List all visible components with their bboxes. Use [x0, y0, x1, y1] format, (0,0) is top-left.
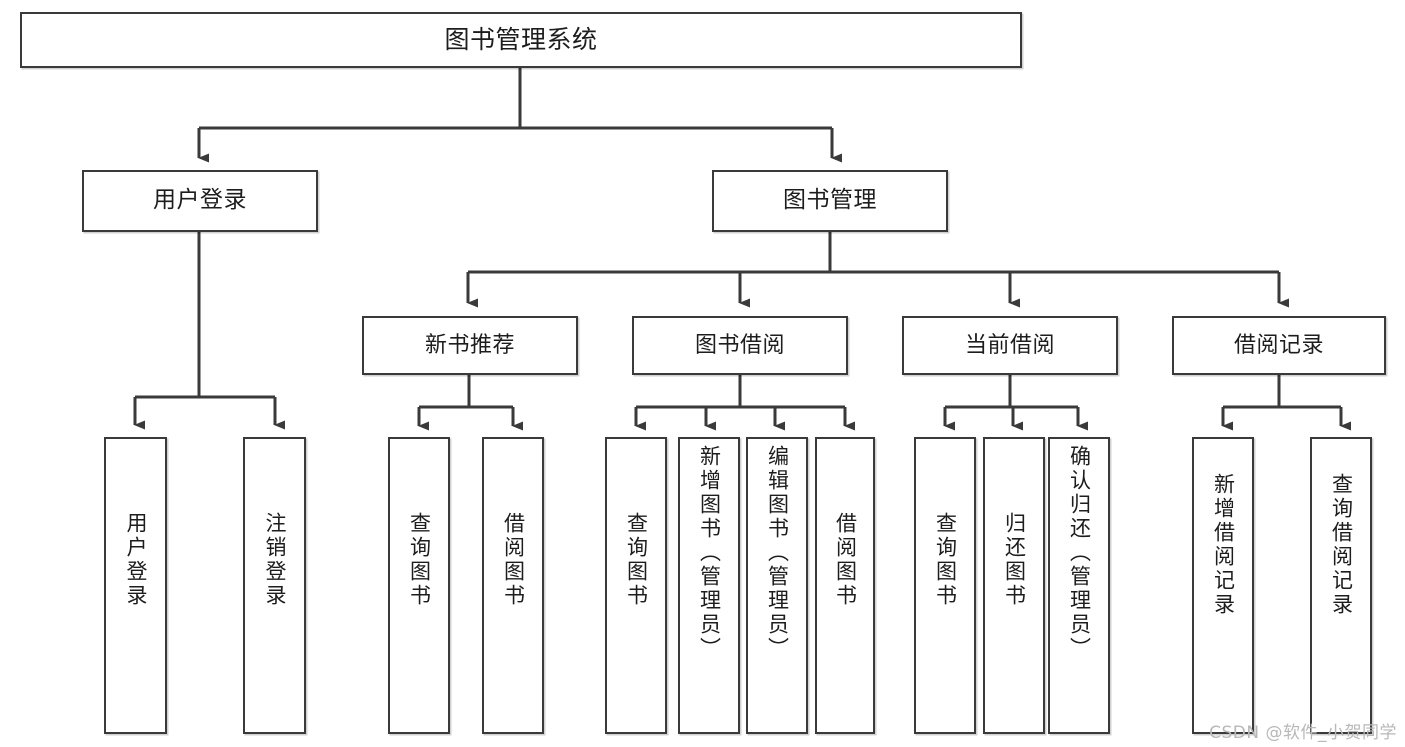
- watermark-text: CSDN @软件_小贺同学: [1209, 723, 1397, 743]
- node-borrow-record-label: 借阅记录: [1233, 332, 1324, 358]
- node-leaf-logout[interactable]: 注销登录: [243, 437, 306, 734]
- node-user-login[interactable]: 用户登录: [82, 170, 318, 232]
- node-leaf-add-book[interactable]: 新增图书（管理员）: [678, 437, 740, 734]
- node-leaf-borrow-book-1-label: 借阅图书: [501, 512, 526, 608]
- node-leaf-query-book-2[interactable]: 查询图书: [605, 437, 667, 734]
- node-leaf-confirm-return[interactable]: 确认归还（管理员）: [1048, 437, 1110, 734]
- node-borrow-record[interactable]: 借阅记录: [1172, 316, 1386, 375]
- node-book-manage[interactable]: 图书管理: [712, 170, 948, 232]
- node-leaf-borrow-book-2-label: 借阅图书: [833, 512, 858, 608]
- node-leaf-edit-book-label: 编辑图书（管理员）: [765, 445, 790, 661]
- node-leaf-logout-label: 注销登录: [263, 512, 287, 608]
- node-leaf-query-record[interactable]: 查询借阅记录: [1310, 437, 1372, 734]
- node-current-borrow-label: 当前借阅: [964, 332, 1055, 358]
- node-leaf-query-record-label: 查询借阅记录: [1329, 473, 1354, 617]
- node-leaf-user-login-label: 用户登录: [124, 512, 148, 608]
- node-leaf-query-book-1[interactable]: 查询图书: [388, 437, 450, 734]
- node-leaf-query-book-3[interactable]: 查询图书: [914, 437, 976, 734]
- node-leaf-confirm-return-label: 确认归还（管理员）: [1067, 445, 1092, 661]
- node-leaf-add-record-label: 新增借阅记录: [1211, 473, 1236, 617]
- node-leaf-return-book[interactable]: 归还图书: [983, 437, 1045, 734]
- node-root-label: 图书管理系统: [444, 25, 598, 55]
- node-leaf-query-book-3-label: 查询图书: [933, 512, 958, 608]
- node-book-manage-label: 图书管理: [783, 187, 877, 214]
- node-leaf-user-login[interactable]: 用户登录: [104, 437, 167, 734]
- node-root[interactable]: 图书管理系统: [20, 12, 1022, 68]
- node-new-book-rec[interactable]: 新书推荐: [362, 316, 578, 375]
- node-leaf-query-book-2-label: 查询图书: [624, 512, 649, 608]
- node-new-book-rec-label: 新书推荐: [424, 332, 515, 358]
- node-book-borrow-label: 图书借阅: [694, 332, 785, 358]
- node-user-login-label: 用户登录: [153, 187, 247, 214]
- node-leaf-query-book-1-label: 查询图书: [407, 512, 432, 608]
- node-book-borrow[interactable]: 图书借阅: [632, 316, 848, 375]
- node-leaf-borrow-book-1[interactable]: 借阅图书: [482, 437, 544, 734]
- node-leaf-add-record[interactable]: 新增借阅记录: [1192, 437, 1254, 734]
- node-leaf-edit-book[interactable]: 编辑图书（管理员）: [746, 437, 808, 734]
- node-leaf-borrow-book-2[interactable]: 借阅图书: [815, 437, 875, 734]
- node-current-borrow[interactable]: 当前借阅: [902, 316, 1118, 375]
- node-leaf-return-book-label: 归还图书: [1002, 512, 1027, 608]
- node-leaf-add-book-label: 新增图书（管理员）: [697, 445, 722, 661]
